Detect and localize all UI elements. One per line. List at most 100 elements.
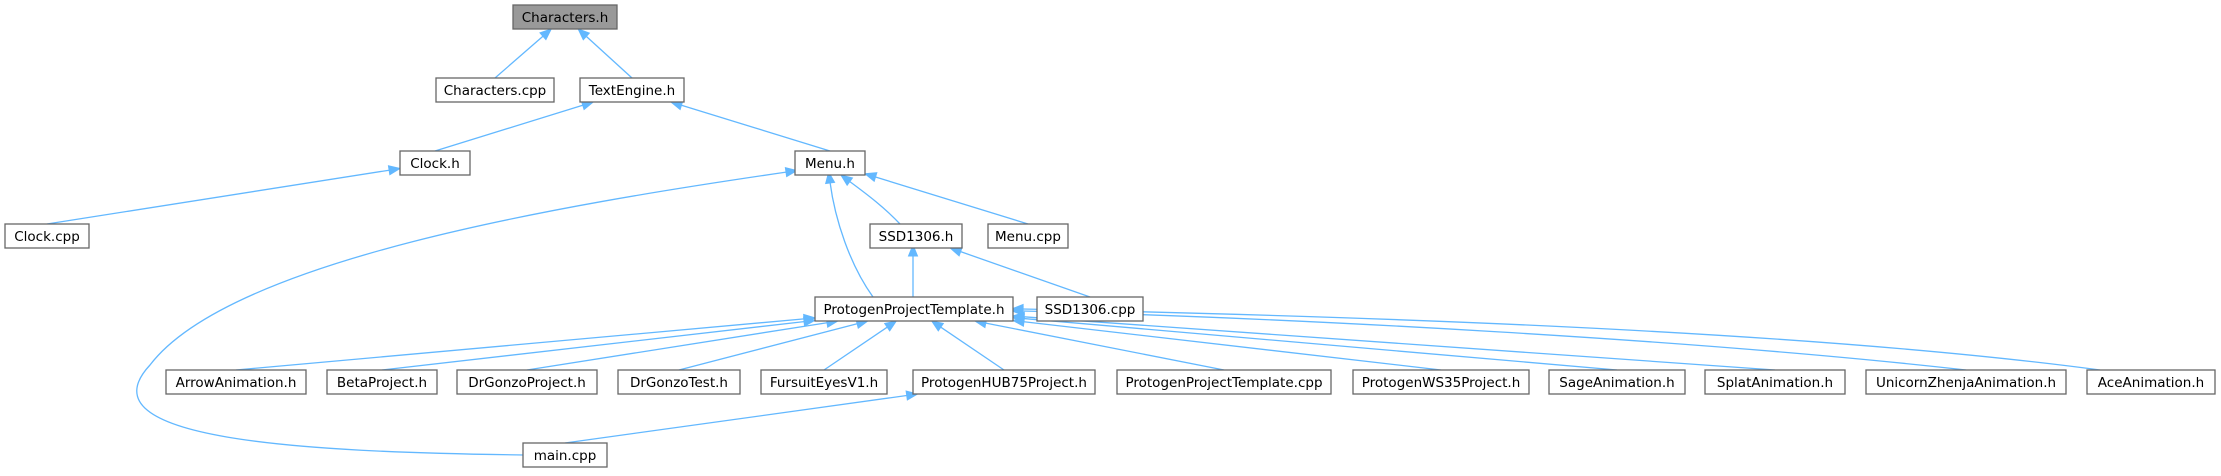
edge-protogenhub75project_h-to-protogenprojecttemplate_h bbox=[930, 320, 1005, 371]
node-label: SSD1306.cpp bbox=[1045, 302, 1136, 318]
node-box bbox=[326, 369, 438, 395]
node-box bbox=[1865, 369, 2067, 395]
arrowhead bbox=[883, 320, 898, 332]
node-box bbox=[814, 296, 1014, 322]
arrowhead bbox=[863, 172, 878, 183]
node-protogenws35project-h[interactable]: ProtogenWS35Project.h bbox=[1352, 369, 1530, 395]
edge-characters_cpp-to-characters_h bbox=[494, 28, 553, 79]
node-label: Characters.cpp bbox=[444, 83, 547, 99]
node-clock-cpp[interactable]: Clock.cpp bbox=[4, 223, 90, 249]
node-box bbox=[512, 4, 618, 30]
node-box bbox=[522, 442, 608, 468]
node-label: Clock.cpp bbox=[14, 229, 80, 245]
node-characters-h[interactable]: Characters.h bbox=[512, 4, 618, 30]
edge-unicornzhenjaanimation_h-to-protogenprojecttemplate_h bbox=[1010, 305, 1967, 371]
arrowhead bbox=[839, 174, 854, 187]
node-protogenhub75project-h[interactable]: ProtogenHUB75Project.h bbox=[912, 369, 1096, 395]
arrowhead bbox=[802, 316, 817, 327]
node-label: ProtogenWS35Project.h bbox=[1362, 375, 1521, 391]
node-label: AceAnimation.h bbox=[2098, 375, 2204, 391]
node-box bbox=[794, 150, 866, 176]
node-box bbox=[435, 77, 555, 103]
node-label: Menu.h bbox=[805, 156, 855, 172]
node-ssd1306-cpp[interactable]: SSD1306.cpp bbox=[1036, 296, 1144, 322]
node-protogenprojecttemplate-h[interactable]: ProtogenProjectTemplate.h bbox=[814, 296, 1014, 322]
node-menu-h[interactable]: Menu.h bbox=[794, 150, 866, 176]
node-label: Characters.h bbox=[522, 10, 609, 26]
node-box bbox=[579, 77, 685, 103]
node-label: ProtogenProjectTemplate.h bbox=[823, 302, 1004, 318]
edge-protogenprojecttemplate_cpp-to-protogenprojecttemplate_h bbox=[973, 318, 1225, 371]
arrowhead bbox=[539, 28, 553, 41]
node-label: Menu.cpp bbox=[995, 229, 1061, 245]
node-textengine-h[interactable]: TextEngine.h bbox=[579, 77, 685, 103]
node-characters-cpp[interactable]: Characters.cpp bbox=[435, 77, 555, 103]
edge-main_cpp-to-menu_h bbox=[136, 167, 799, 456]
edge-clock_cpp-to-clock_h bbox=[46, 165, 402, 225]
node-box bbox=[2086, 369, 2216, 395]
edge-fursuiteyesv1_h-to-protogenprojecttemplate_h bbox=[823, 320, 898, 371]
graph-edges bbox=[46, 28, 2101, 456]
edge-main_cpp-to-protogenhub75project_h bbox=[564, 390, 919, 444]
node-box bbox=[617, 369, 741, 395]
node-box bbox=[1704, 369, 1846, 395]
node-protogenprojecttemplate-cpp[interactable]: ProtogenProjectTemplate.cpp bbox=[1116, 369, 1332, 395]
node-label: FursuitEyesV1.h bbox=[770, 375, 878, 391]
edge-aceanimation_h-to-protogenprojecttemplate_h bbox=[1010, 303, 2101, 371]
edge-clock_h-to-textengine_h bbox=[434, 100, 595, 152]
node-unicornzhenjaanimation-h[interactable]: UnicornZhenjaAnimation.h bbox=[1865, 369, 2067, 395]
node-aceanimation-h[interactable]: AceAnimation.h bbox=[2086, 369, 2216, 395]
edge-arrowanimation_h-to-protogenprojecttemplate_h bbox=[235, 313, 817, 371]
node-box bbox=[912, 369, 1096, 395]
arrowhead bbox=[930, 320, 945, 332]
node-box bbox=[987, 223, 1069, 249]
node-box bbox=[1548, 369, 1686, 395]
node-label: ProtogenHUB75Project.h bbox=[921, 375, 1087, 391]
node-box bbox=[456, 369, 598, 395]
node-drgonzotest-h[interactable]: DrGonzoTest.h bbox=[617, 369, 741, 395]
node-box bbox=[869, 223, 963, 249]
node-label: DrGonzoTest.h bbox=[630, 375, 728, 391]
arrowhead bbox=[784, 167, 799, 178]
arrowhead bbox=[387, 165, 402, 176]
edge-menu_cpp-to-menu_h bbox=[863, 172, 1029, 225]
edge-protogenprojecttemplate_h-to-ssd1306_h bbox=[907, 243, 919, 297]
node-label: main.cpp bbox=[534, 448, 597, 464]
node-menu-cpp[interactable]: Menu.cpp bbox=[987, 223, 1069, 249]
node-label: DrGonzoProject.h bbox=[468, 375, 586, 391]
edge-betaproject_h-to-protogenprojecttemplate_h bbox=[381, 316, 817, 371]
arrowhead bbox=[1010, 303, 1024, 315]
node-fursuiteyesv1-h[interactable]: FursuitEyesV1.h bbox=[760, 369, 888, 395]
edge-ssd1306_h-to-menu_h bbox=[839, 174, 901, 225]
node-box bbox=[399, 150, 471, 176]
node-box bbox=[760, 369, 888, 395]
node-arrowanimation-h[interactable]: ArrowAnimation.h bbox=[165, 369, 307, 395]
edge-protogenprojecttemplate_h-to-menu_h bbox=[824, 170, 874, 298]
node-clock-h[interactable]: Clock.h bbox=[399, 150, 471, 176]
node-sageanimation-h[interactable]: SageAnimation.h bbox=[1548, 369, 1686, 395]
node-ssd1306-h[interactable]: SSD1306.h bbox=[869, 223, 963, 249]
node-label: Clock.h bbox=[410, 156, 460, 172]
arrowhead bbox=[907, 243, 919, 257]
node-box bbox=[1036, 296, 1144, 322]
node-label: UnicornZhenjaAnimation.h bbox=[1876, 375, 2056, 391]
edge-ssd1306_cpp-to-ssd1306_h bbox=[948, 246, 1091, 298]
edge-textengine_h-to-characters_h bbox=[577, 28, 633, 79]
arrowhead bbox=[948, 246, 963, 257]
node-splatanimation-h[interactable]: SplatAnimation.h bbox=[1704, 369, 1846, 395]
node-label: SageAnimation.h bbox=[1559, 375, 1674, 391]
node-label: BetaProject.h bbox=[337, 375, 427, 391]
arrowhead bbox=[824, 170, 836, 185]
node-box bbox=[1352, 369, 1530, 395]
node-label: ProtogenProjectTemplate.cpp bbox=[1125, 375, 1322, 391]
node-main-cpp[interactable]: main.cpp bbox=[522, 442, 608, 468]
node-betaproject-h[interactable]: BetaProject.h bbox=[326, 369, 438, 395]
node-label: SplatAnimation.h bbox=[1717, 375, 1833, 391]
node-box bbox=[4, 223, 90, 249]
node-drgonzoproject-h[interactable]: DrGonzoProject.h bbox=[456, 369, 598, 395]
node-box bbox=[165, 369, 307, 395]
edge-drgonzoproject_h-to-protogenprojecttemplate_h bbox=[526, 317, 840, 371]
node-label: ArrowAnimation.h bbox=[176, 375, 297, 391]
